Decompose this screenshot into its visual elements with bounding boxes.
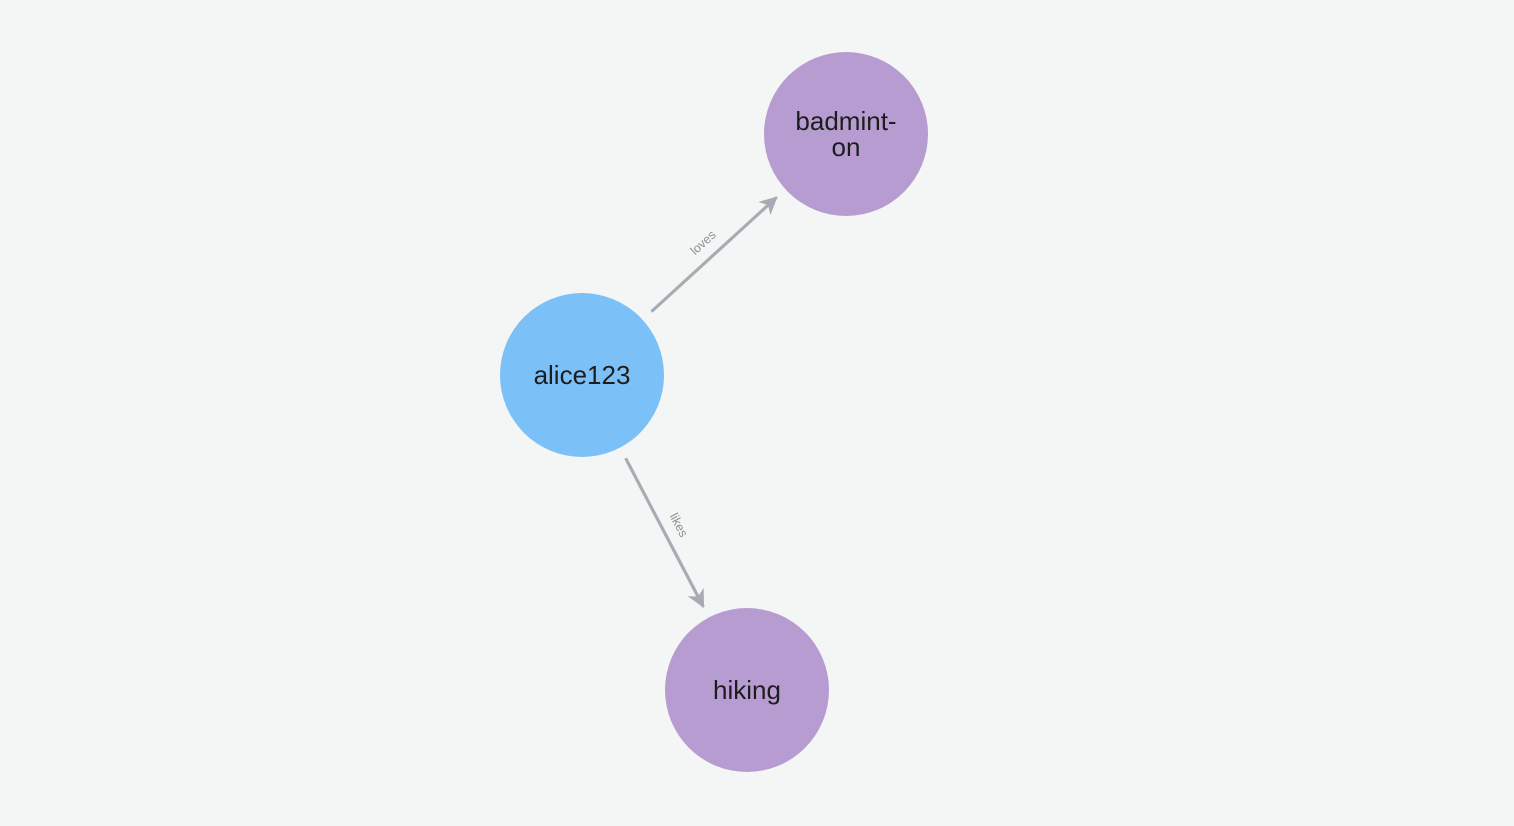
node-label-badminton: badmint-on [795, 106, 896, 162]
edge-label-likes: likes [667, 511, 691, 540]
node-label-hiking: hiking [713, 675, 781, 705]
edge-alice123-badminton [650, 196, 778, 313]
node-hiking[interactable] [665, 608, 829, 772]
edge-alice123-hiking [624, 457, 705, 609]
node-badminton[interactable] [764, 52, 928, 216]
node-alice123[interactable] [500, 293, 664, 457]
node-label-alice123: alice123 [534, 360, 631, 390]
